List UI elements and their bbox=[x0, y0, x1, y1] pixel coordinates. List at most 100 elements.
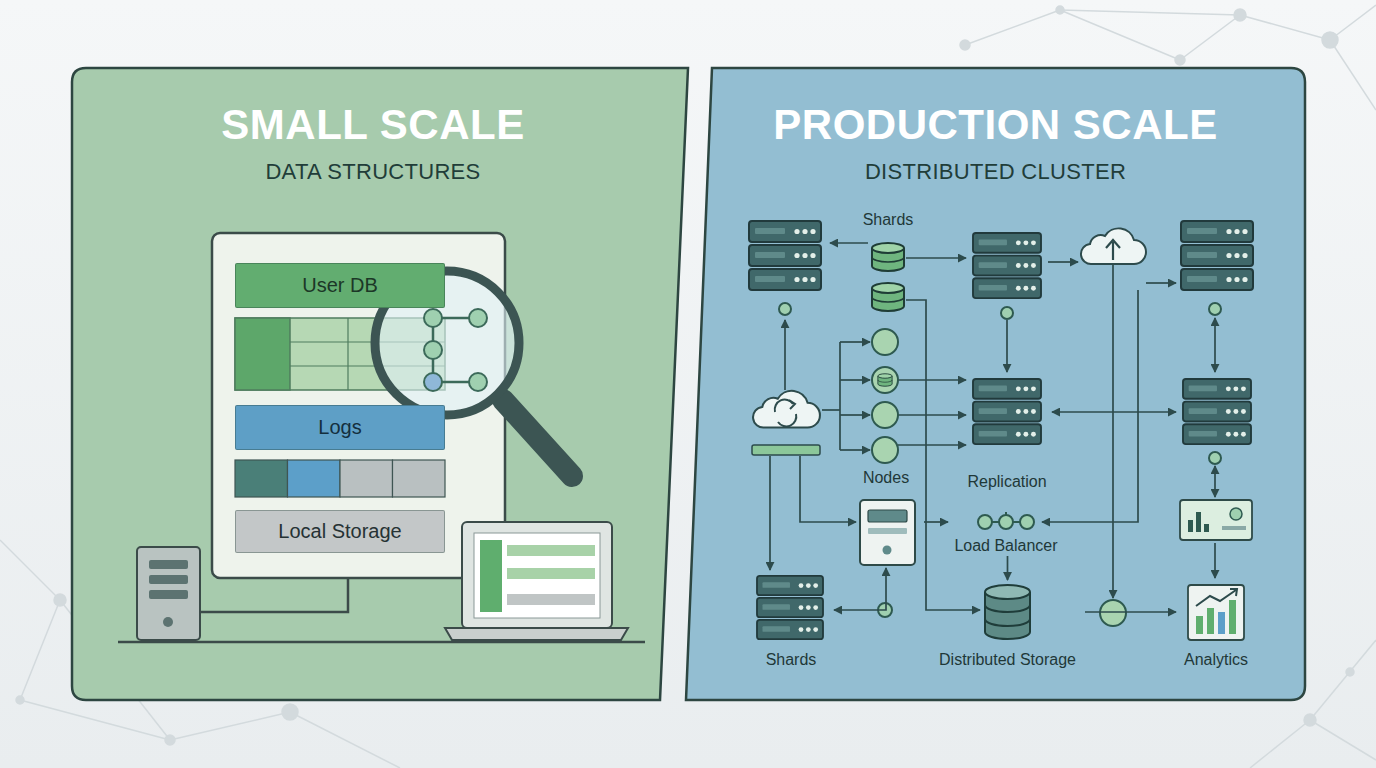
data-bar: Local Storage bbox=[235, 510, 445, 553]
drawing-path bbox=[830, 242, 868, 244]
drawing-line bbox=[170, 712, 290, 740]
drawing-rect bbox=[752, 445, 820, 455]
text-group: Distributed Storage bbox=[939, 650, 1076, 670]
drawing-circle bbox=[872, 402, 898, 428]
drawing-rect bbox=[860, 500, 915, 565]
drawing-path bbox=[445, 628, 628, 640]
drawing-circle bbox=[1322, 32, 1338, 48]
drawing-line bbox=[503, 400, 572, 476]
node-label: Load Balancer bbox=[954, 537, 1057, 554]
database-icon bbox=[878, 374, 892, 386]
node-label: Logs bbox=[318, 416, 361, 438]
data-bar: Logs bbox=[235, 405, 445, 450]
drawing-path bbox=[840, 449, 870, 451]
drawing-rect bbox=[1207, 608, 1214, 634]
drawing-circle bbox=[16, 696, 24, 704]
drawing-rect bbox=[1196, 512, 1201, 532]
drawing-circle bbox=[1230, 508, 1242, 520]
icon-node: Load Balancer bbox=[948, 508, 1064, 556]
drawing-circle bbox=[163, 617, 173, 627]
node-label: Shards bbox=[766, 651, 817, 668]
drawing-path bbox=[1146, 282, 1176, 284]
panel-outline bbox=[72, 68, 688, 700]
panel-title: SMALL SCALE bbox=[72, 98, 674, 152]
drawing-circle bbox=[1020, 515, 1034, 529]
connector-arrow bbox=[1085, 611, 1176, 613]
drawing-rect bbox=[1196, 616, 1203, 634]
text-group: Shards bbox=[863, 210, 914, 230]
icon-node: Nodes bbox=[848, 468, 924, 568]
connector-arrow bbox=[1007, 556, 1009, 580]
text-group: PRODUCTION SCALEDISTRIBUTED CLUSTER bbox=[686, 98, 1305, 186]
storage-strip bbox=[235, 460, 445, 497]
server-stack bbox=[757, 576, 823, 639]
drawing-path bbox=[906, 300, 980, 610]
drawing-path bbox=[839, 342, 841, 450]
drawing-rect bbox=[507, 545, 595, 556]
database-icon bbox=[872, 283, 904, 311]
drawing-path bbox=[1042, 290, 1138, 522]
drawing-rect bbox=[1188, 585, 1244, 640]
drawing-circle bbox=[424, 341, 442, 359]
text-group: Shards bbox=[766, 650, 817, 670]
drawing-use bbox=[1081, 228, 1146, 264]
drawing-circle bbox=[282, 704, 298, 720]
drawing-circle bbox=[1100, 600, 1126, 626]
text-group: Analytics bbox=[1184, 650, 1248, 670]
drawing-path bbox=[840, 414, 870, 416]
drawing-rect bbox=[149, 590, 188, 599]
monitor-card bbox=[1180, 500, 1252, 540]
drawing-rect bbox=[507, 568, 595, 579]
icon-node: Replication bbox=[962, 376, 1052, 492]
drawing-ellipse bbox=[985, 585, 1030, 599]
drawing-circle bbox=[1209, 303, 1221, 315]
drawing-rect bbox=[868, 528, 907, 534]
corner-network bbox=[0, 5, 1376, 768]
drawing-path bbox=[778, 414, 796, 426]
node-box bbox=[860, 500, 915, 565]
drawing-circle bbox=[1346, 668, 1354, 676]
drawing-circle bbox=[469, 309, 487, 327]
drawing-circle bbox=[1175, 55, 1185, 65]
drawing-path bbox=[1230, 589, 1237, 596]
drawing-rect bbox=[507, 594, 595, 605]
drawing-circle bbox=[1234, 9, 1246, 21]
panel: SMALL SCALEDATA STRUCTURESUser DBLogsLoc… bbox=[72, 68, 688, 700]
drawing-rect bbox=[474, 533, 600, 618]
node-label: Distributed Storage bbox=[939, 651, 1076, 668]
drawing-circle bbox=[1304, 714, 1316, 726]
drawing-rect bbox=[480, 540, 502, 612]
icon-node: Analytics bbox=[1176, 580, 1256, 670]
drawing-path bbox=[769, 456, 771, 570]
drawing-line bbox=[1310, 640, 1376, 720]
drawing-rect bbox=[149, 575, 188, 584]
drawing-circle bbox=[779, 303, 791, 315]
drawing-circle bbox=[424, 373, 442, 391]
connection-dots bbox=[779, 303, 1221, 617]
drawing-path bbox=[1112, 265, 1114, 598]
text-group: Nodes bbox=[863, 468, 909, 488]
panel-title: PRODUCTION SCALE bbox=[686, 98, 1305, 152]
drawing-path bbox=[1048, 261, 1078, 263]
node-label: Nodes bbox=[863, 469, 909, 486]
drawing-rect bbox=[1204, 524, 1209, 532]
drawing-path bbox=[1006, 320, 1008, 372]
drawing-rect bbox=[149, 560, 188, 569]
drawing-path bbox=[784, 320, 786, 390]
drawing-rect bbox=[1218, 612, 1225, 634]
drawing-circle bbox=[999, 515, 1013, 529]
drawing-g bbox=[749, 221, 1253, 640]
drawing-circle bbox=[54, 594, 66, 606]
drawing-line bbox=[1240, 15, 1330, 40]
drawing-line bbox=[20, 700, 170, 740]
drawing-line bbox=[965, 10, 1060, 45]
server-stack bbox=[973, 233, 1041, 298]
analytics-chart bbox=[1188, 585, 1244, 640]
database-icon bbox=[872, 243, 904, 271]
drawing-line bbox=[1060, 10, 1180, 60]
desk-line bbox=[118, 641, 645, 644]
drawing-circle bbox=[872, 367, 898, 393]
drawing-circle bbox=[469, 373, 487, 391]
text-group: SMALL SCALEDATA STRUCTURES bbox=[72, 98, 674, 186]
drawing-path bbox=[800, 456, 856, 522]
